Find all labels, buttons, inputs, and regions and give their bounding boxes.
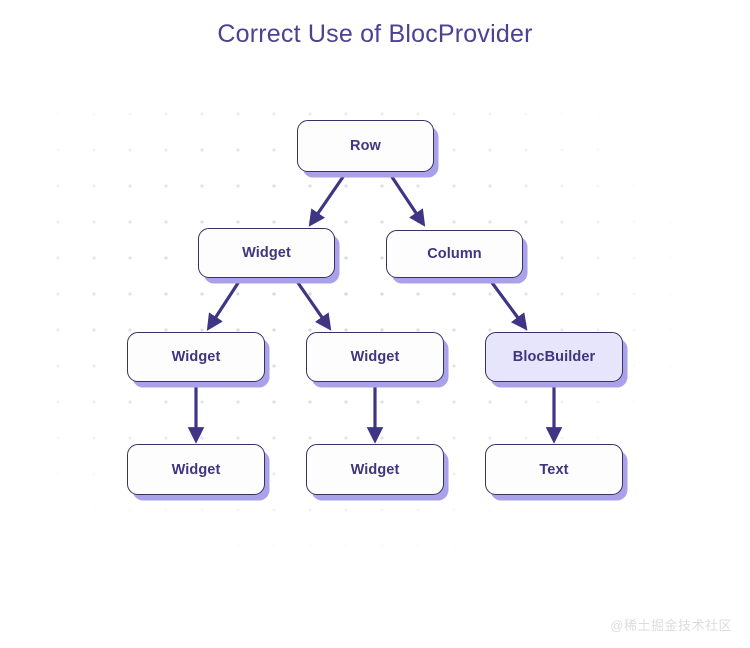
- node-row[interactable]: Row: [297, 120, 434, 172]
- node-label: BlocBuilder: [512, 349, 596, 365]
- edge-widget-l1-to-widget-l2a: [206, 278, 242, 331]
- node-widget-l3b[interactable]: Widget: [306, 444, 444, 495]
- node-label: Widget: [171, 349, 221, 365]
- node-label: Widget: [350, 349, 400, 365]
- node-label: Widget: [242, 245, 291, 261]
- node-widget-l3a[interactable]: Widget: [127, 444, 265, 495]
- node-widget-l2a[interactable]: Widget: [127, 332, 265, 382]
- node-blocbuilder[interactable]: BlocBuilder: [485, 332, 623, 382]
- edge-row-to-column: [388, 172, 426, 227]
- node-text[interactable]: Text: [485, 444, 623, 495]
- page-title: Correct Use of BlocProvider: [217, 20, 533, 48]
- edge-column-to-blocbuilder: [488, 278, 528, 331]
- edge-widget-l1-to-widget-l2b: [294, 278, 332, 331]
- node-label: Row: [350, 138, 381, 154]
- node-widget-l2b[interactable]: Widget: [306, 332, 444, 382]
- watermark: @稀土掘金技术社区: [610, 618, 732, 633]
- node-label: Widget: [171, 461, 221, 478]
- node-label: Text: [539, 461, 569, 478]
- edge-row-to-widget-l1: [308, 172, 347, 227]
- node-label: Widget: [350, 461, 400, 478]
- node-label: Column: [427, 246, 482, 262]
- node-column[interactable]: Column: [386, 230, 523, 278]
- node-widget-l1[interactable]: Widget: [198, 228, 335, 278]
